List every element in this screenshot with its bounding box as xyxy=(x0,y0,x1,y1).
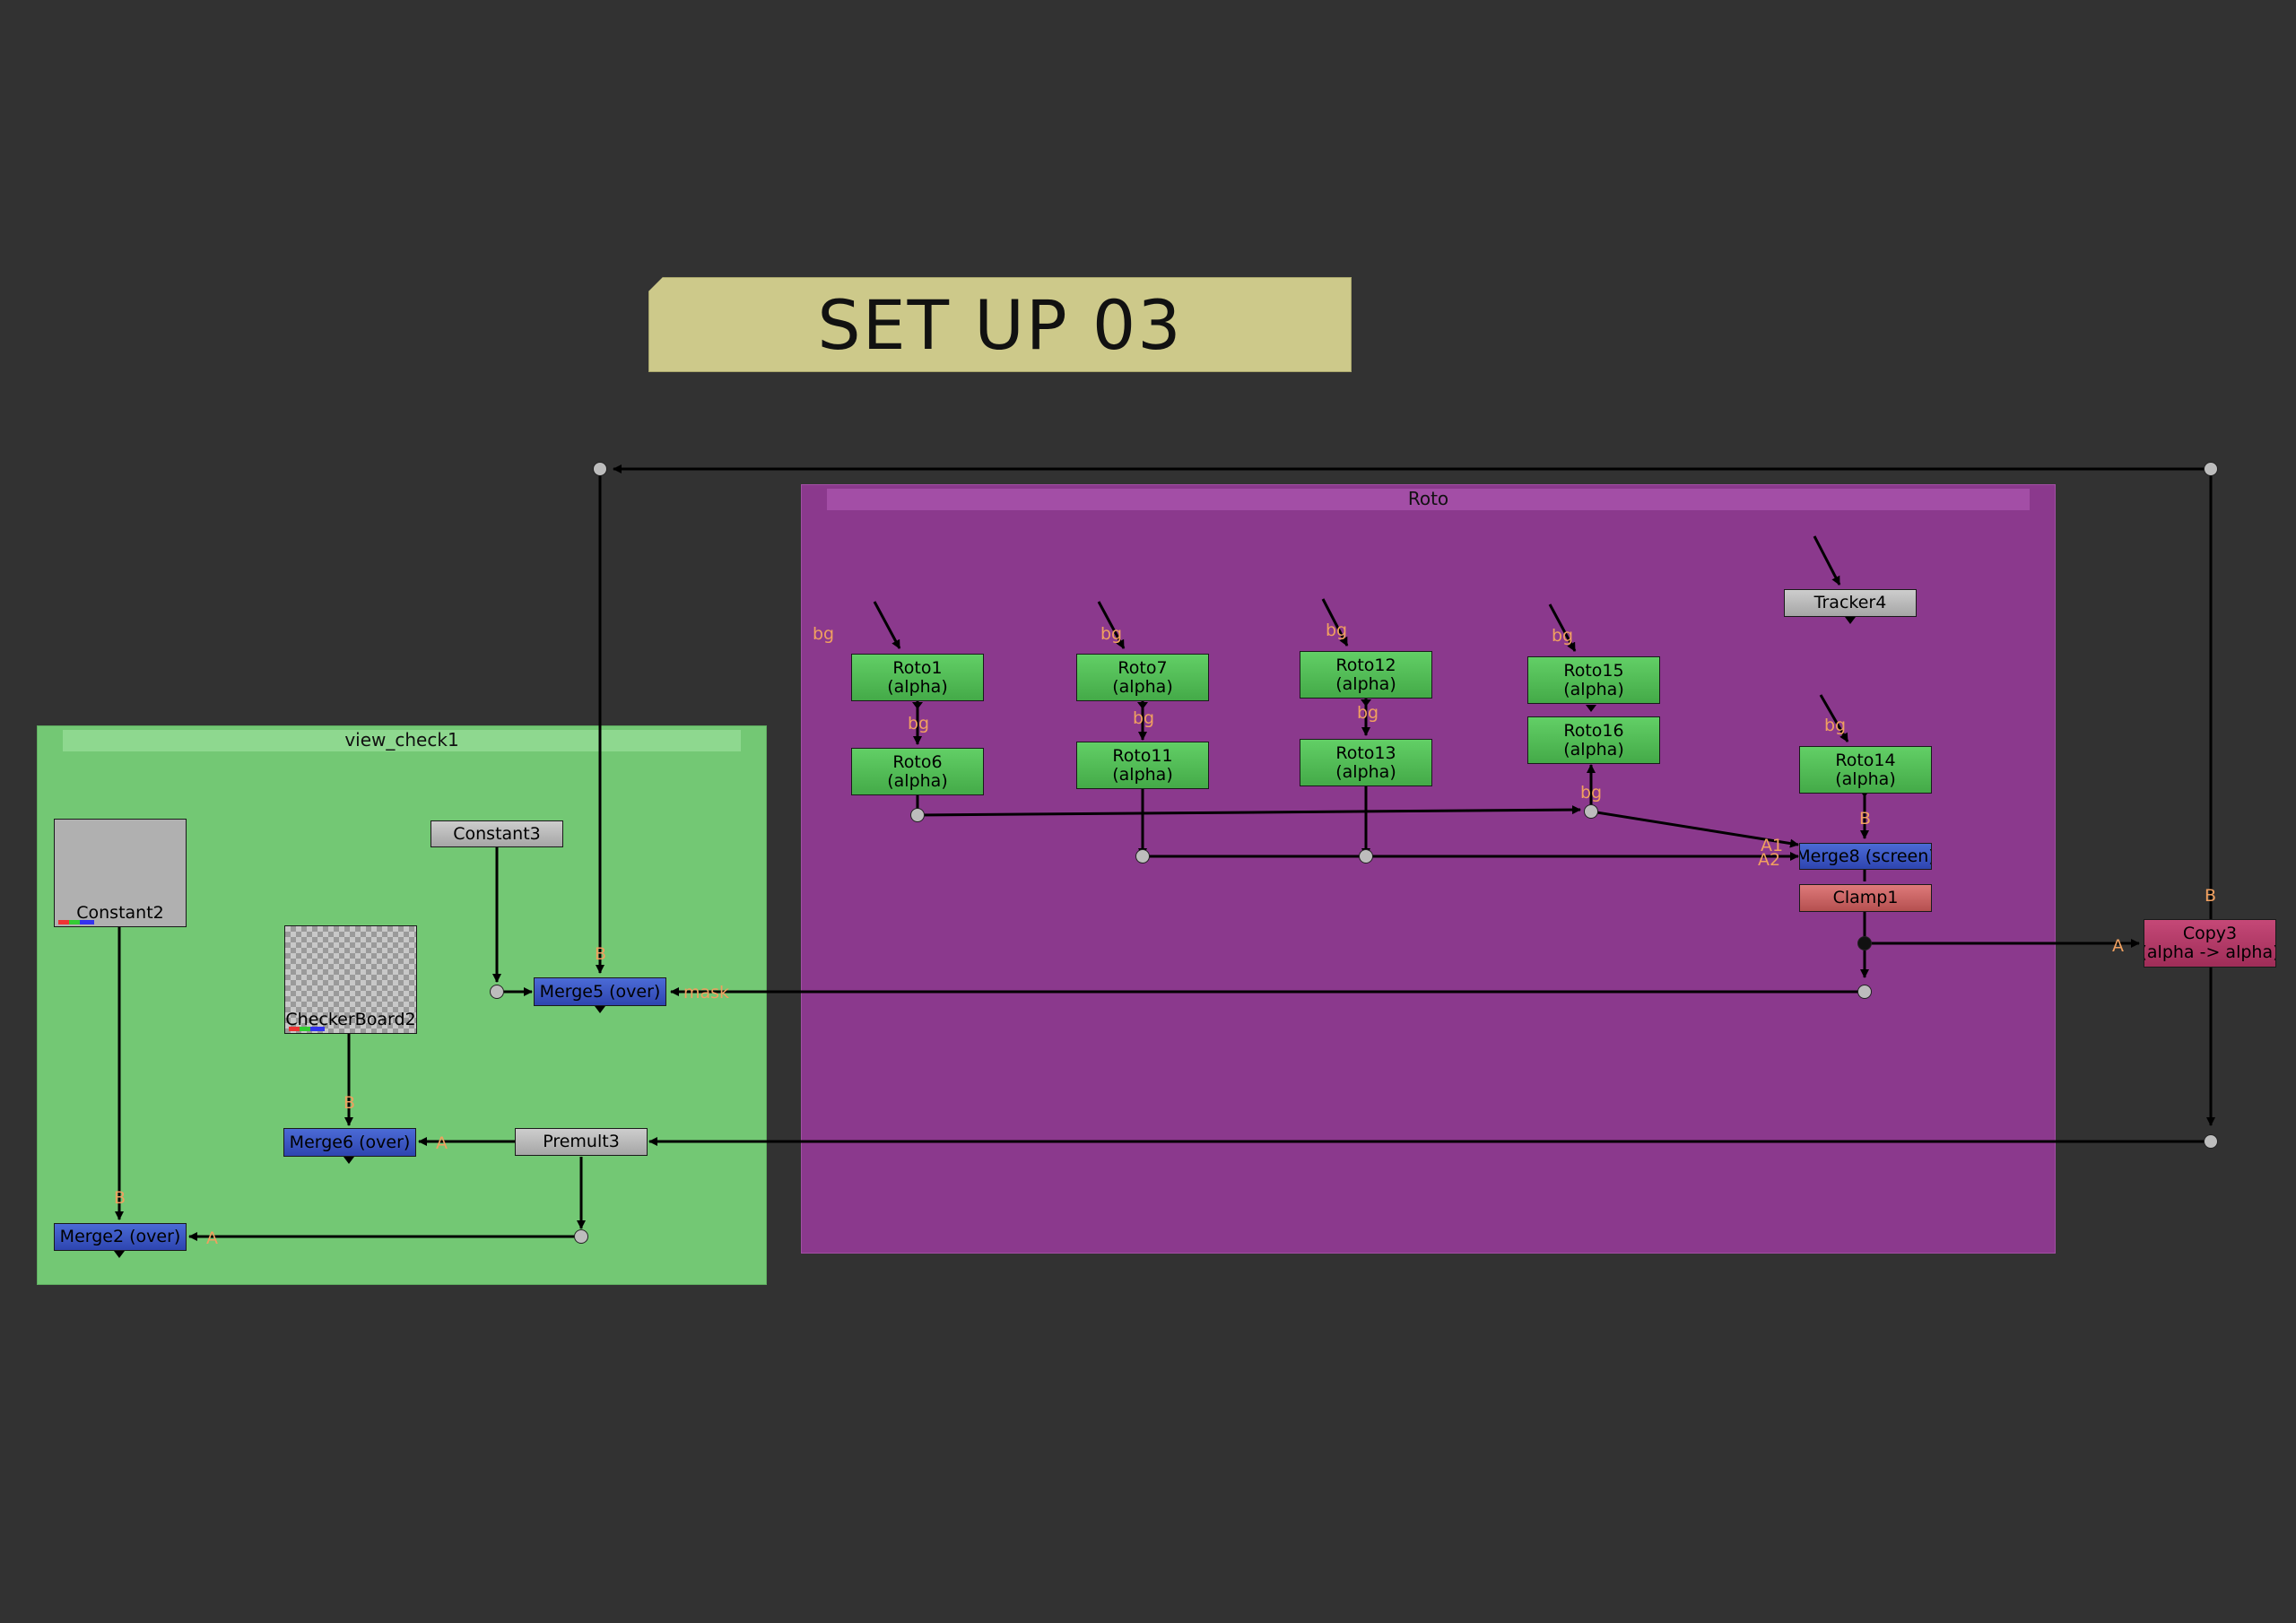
pipe-label-b: B xyxy=(1859,809,1872,829)
node-checkerboard2[interactable]: CheckerBoard2 xyxy=(284,925,417,1034)
node-copy3[interactable]: Copy3(alpha -> alpha) xyxy=(2144,919,2276,968)
pipe-label-bg: bg xyxy=(1580,783,1603,803)
node-roto1[interactable]: Roto1(alpha) xyxy=(851,654,984,701)
pipe-label-bg: bg xyxy=(1133,708,1155,728)
dot-node[interactable] xyxy=(1135,849,1150,864)
pipe-label-bg: bg xyxy=(1824,716,1847,735)
node-merge8[interactable]: Merge8 (screen) xyxy=(1799,843,1932,870)
channel-swatch xyxy=(58,920,94,924)
node-clamp1[interactable]: Clamp1 xyxy=(1799,884,1932,912)
node-roto7[interactable]: Roto7(alpha) xyxy=(1076,654,1209,701)
pipe-label-bg: bg xyxy=(1100,624,1123,644)
dot-node[interactable] xyxy=(1584,804,1598,819)
node-roto13[interactable]: Roto13(alpha) xyxy=(1300,739,1432,786)
pipe-label-a: A xyxy=(2112,936,2124,956)
node-merge5[interactable]: Merge5 (over) xyxy=(534,977,666,1006)
dot-node[interactable] xyxy=(910,808,925,822)
dot-node[interactable] xyxy=(593,462,607,476)
dot-node[interactable] xyxy=(1359,849,1373,864)
node-roto6[interactable]: Roto6(alpha) xyxy=(851,748,984,795)
dot-node[interactable] xyxy=(490,985,504,999)
node-roto15[interactable]: Roto15(alpha) xyxy=(1527,656,1660,704)
pipe-label-bg: bg xyxy=(1552,626,1574,646)
sticky-note-setup[interactable]: SET UP 03 xyxy=(648,277,1352,372)
pipe-label-a: A xyxy=(436,1133,448,1153)
backdrop-title: view_check1 xyxy=(344,729,459,751)
dot-node[interactable] xyxy=(2204,1134,2218,1149)
dot-node[interactable] xyxy=(2204,462,2218,476)
backdrop-title: Roto xyxy=(1407,488,1449,509)
pipe-label-b: B xyxy=(2205,886,2217,906)
pipe-label-mask: mask xyxy=(683,983,730,1002)
pipe-label-b: B xyxy=(595,944,607,964)
node-merge6[interactable]: Merge6 (over) xyxy=(283,1128,416,1157)
pipe-label-bg: bg xyxy=(908,714,930,733)
pipe-label-a2: A2 xyxy=(1758,850,1781,870)
channel-swatch xyxy=(289,1027,325,1031)
node-premult3[interactable]: Premult3 xyxy=(515,1128,648,1156)
sticky-note-text: SET UP 03 xyxy=(817,284,1183,365)
pipe-label-bg: bg xyxy=(813,624,835,644)
node-constant3[interactable]: Constant3 xyxy=(430,820,563,847)
node-tracker4[interactable]: Tracker4 xyxy=(1784,589,1917,617)
node-roto14[interactable]: Roto14(alpha) xyxy=(1799,746,1932,794)
node-roto12[interactable]: Roto12(alpha) xyxy=(1300,651,1432,699)
dot-node[interactable] xyxy=(574,1229,588,1244)
dot-node[interactable] xyxy=(1857,936,1872,950)
pipe-label-bg: bg xyxy=(1357,703,1379,723)
pipe-label-b: B xyxy=(114,1188,126,1208)
node-roto16[interactable]: Roto16(alpha) xyxy=(1527,716,1660,764)
node-constant2[interactable]: Constant2 xyxy=(54,819,187,927)
dot-node[interactable] xyxy=(1857,985,1872,999)
pipe-label-b: B xyxy=(344,1093,356,1113)
node-roto11[interactable]: Roto11(alpha) xyxy=(1076,742,1209,789)
pipe-label-a: A xyxy=(206,1228,218,1248)
pipe-label-bg: bg xyxy=(1326,621,1348,640)
node-merge2[interactable]: Merge2 (over) xyxy=(54,1223,187,1251)
